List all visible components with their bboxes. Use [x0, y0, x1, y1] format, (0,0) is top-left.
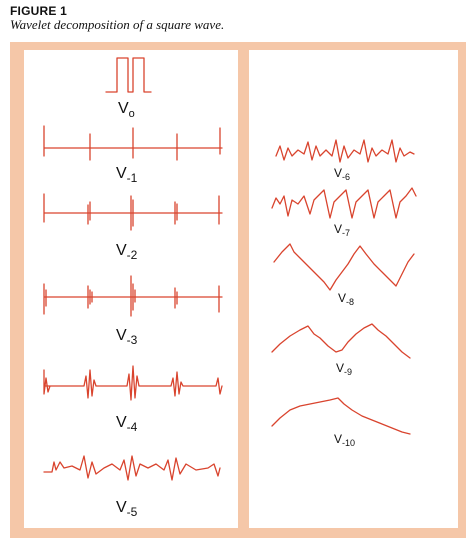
wave-v0: [105, 57, 152, 93]
wave-v-8: [273, 243, 415, 291]
label-v-3: V-3: [116, 327, 138, 347]
label-v0: Vo: [118, 100, 135, 120]
label-v-7: V-7: [334, 222, 350, 238]
label-v-8: V-8: [338, 291, 354, 307]
label-v-5: V-5: [116, 499, 138, 519]
wave-v-1: [43, 125, 223, 161]
label-v-10: V-10: [334, 432, 355, 448]
figure-label: FIGURE 1: [10, 4, 67, 18]
wave-v-5: [43, 455, 221, 481]
right-panel: [249, 50, 458, 528]
wave-v-9: [271, 323, 411, 359]
wave-v-3: [43, 275, 223, 317]
figure-caption: Wavelet decomposition of a square wave.: [10, 17, 225, 32]
label-v-2: V-2: [116, 242, 138, 262]
wave-v-7: [271, 187, 417, 219]
wave-v-10: [271, 397, 411, 435]
wave-v-6: [275, 139, 415, 163]
label-v-9: V-9: [336, 361, 352, 377]
wave-v-2: [43, 193, 223, 231]
label-v-4: V-4: [116, 414, 138, 434]
wave-v-4: [43, 365, 223, 401]
label-v-1: V-1: [116, 165, 138, 185]
label-v-6: V-6: [334, 166, 350, 182]
